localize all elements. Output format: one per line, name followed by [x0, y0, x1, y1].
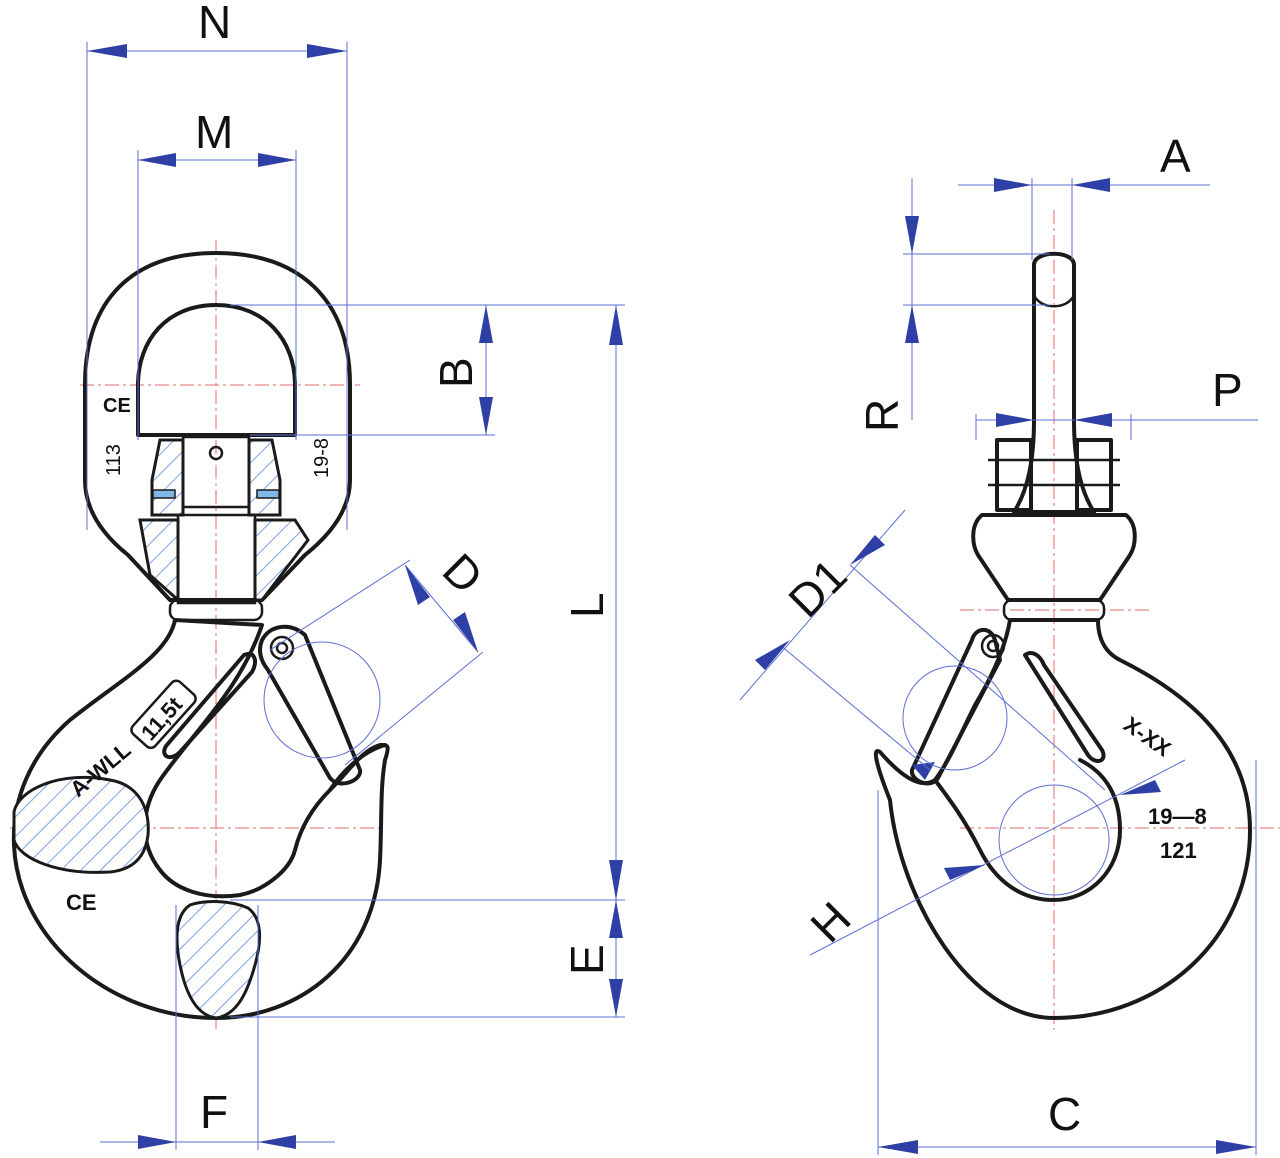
mark-ce-large: CE: [66, 890, 97, 915]
latch-pivot: [269, 635, 295, 661]
hook-section-side: [12, 775, 150, 874]
label-B: B: [430, 357, 482, 388]
mark-code-113: 113: [103, 444, 125, 476]
throat-circle: [998, 784, 1110, 896]
seal-right: [256, 489, 280, 499]
bearing-section-right: [247, 438, 282, 517]
latch-pivot-center: [275, 641, 289, 655]
side-hook-inner: [933, 758, 1122, 902]
hook-tip: [328, 743, 387, 792]
side-clearance-circle: [902, 665, 1008, 771]
mark-side-code2: 121: [1160, 838, 1197, 863]
mark-x-xx: X-XX: [1119, 712, 1176, 762]
label-C: C: [1048, 1088, 1081, 1140]
dimension-labels: N M B L D E F A R P D1 H C: [195, 0, 1243, 1140]
eye-plate-curve: [1032, 294, 1076, 308]
side-dimensions: [739, 178, 1258, 1155]
latch-spring: [162, 651, 258, 760]
label-P: P: [1212, 364, 1243, 416]
latch-tip-marker: [912, 762, 935, 780]
front-dimensions: [86, 42, 625, 1150]
mark-capacity-box: 11,5t: [130, 679, 197, 750]
eye-section-right: [253, 518, 310, 602]
hook-section-bottom: [175, 900, 262, 1020]
front-view: [10, 240, 390, 1030]
label-H: H: [800, 892, 860, 952]
nut-right: [1075, 438, 1113, 512]
latch-clearance-circle: [263, 641, 381, 759]
safety-latch: [258, 624, 362, 786]
nut-left: [995, 438, 1033, 512]
label-L: L: [561, 592, 613, 618]
side-latch-spring: [1023, 651, 1106, 763]
swivel-eye-inner: [136, 303, 297, 437]
mark-side-code1: 19—8: [1148, 804, 1207, 829]
mark-ce-small: CE: [103, 395, 131, 417]
bearing-pin-hole: [208, 445, 224, 461]
label-D1: D1: [778, 549, 856, 627]
seal-left: [152, 489, 176, 499]
side-latch: [909, 627, 1002, 786]
bearing-section-left: [150, 438, 185, 517]
collar: [168, 598, 264, 622]
label-N: N: [198, 0, 231, 48]
label-M: M: [195, 106, 233, 158]
mark-code-19-8: 19-8: [311, 438, 333, 478]
label-D: D: [433, 543, 493, 603]
label-E: E: [561, 944, 613, 975]
side-latch-pivot: [980, 633, 1006, 659]
label-R: R: [856, 399, 908, 432]
side-view: [873, 210, 1280, 1030]
label-F: F: [200, 1086, 228, 1138]
label-A: A: [1160, 130, 1191, 182]
